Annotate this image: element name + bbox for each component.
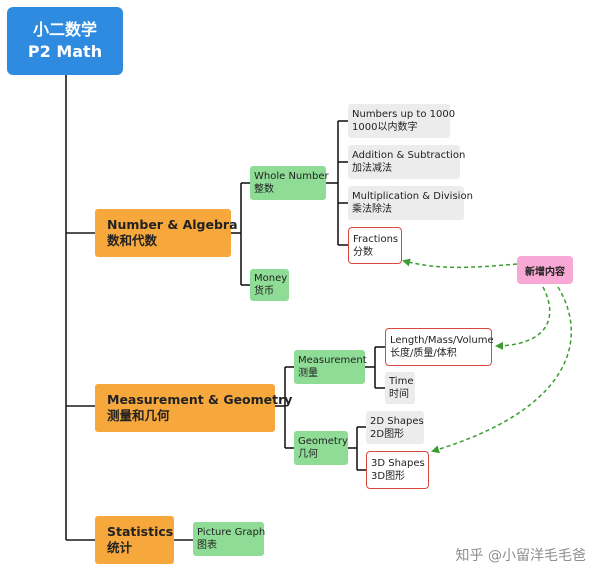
statistics-label-cn: 统计 — [107, 540, 133, 555]
multiplication-division-node: Multiplication & Division 乘法除法 — [348, 186, 473, 220]
item-label-cn: 1000以内数字 — [352, 122, 418, 133]
item-label-cn: 加法减法 — [352, 163, 392, 174]
money-label-cn: 货币 — [254, 286, 274, 297]
new-content-arrow-length — [495, 286, 551, 350]
addition-subtraction-node: Addition & Subtraction 加法减法 — [348, 145, 466, 179]
measurement-node: Measurement 测量 — [294, 350, 367, 384]
watermark: 知乎 @小留洋毛毛爸 — [455, 548, 586, 564]
picture-graph-label: Picture Graph — [197, 527, 266, 538]
picture-graph-label-cn: 图表 — [197, 540, 217, 551]
time-node: Time 时间 — [385, 372, 415, 404]
statistics-node: Statistics 统计 — [95, 516, 174, 564]
2d-shapes-node: 2D Shapes 2D图形 — [366, 411, 424, 444]
statistics-label: Statistics — [107, 523, 174, 539]
item-label: 3D Shapes — [371, 458, 425, 469]
number-algebra-label-cn: 数和代数 — [107, 233, 158, 248]
geometry-label-cn: 几何 — [298, 449, 318, 460]
root-node: 小二数学 P2 Math — [7, 7, 123, 75]
money-label: Money — [254, 273, 288, 284]
3d-shapes-node: 3D Shapes 3D图形 — [366, 451, 429, 489]
item-label: Numbers up to 1000 — [352, 109, 456, 120]
measurement-geometry-label-cn: 测量和几何 — [107, 408, 170, 423]
money-node: Money 货币 — [250, 269, 289, 301]
root-title: 小二数学 — [32, 20, 97, 40]
fractions-node: Fractions 分数 — [348, 227, 402, 264]
item-label: Time — [389, 376, 414, 387]
measurement-geometry-label: Measurement & Geometry — [107, 391, 293, 407]
item-label: Length/Mass/Volume — [390, 335, 494, 346]
measurement-label: Measurement — [298, 355, 367, 366]
whole-number-label: Whole Number — [254, 171, 329, 182]
measurement-label-cn: 测量 — [298, 368, 318, 379]
number-algebra-label: Number & Algebra — [107, 216, 238, 232]
item-label-cn: 2D图形 — [370, 428, 405, 440]
numbers-up-to-1000-node: Numbers up to 1000 1000以内数字 — [348, 104, 456, 138]
length-mass-volume-node: Length/Mass/Volume 长度/质量/体积 — [385, 328, 494, 366]
item-label: 2D Shapes — [370, 415, 424, 427]
item-label-cn: 乘法除法 — [352, 204, 392, 215]
new-content-tag: 新增内容 — [517, 256, 573, 284]
item-label-cn: 3D图形 — [371, 471, 406, 482]
item-label: Multiplication & Division — [352, 191, 473, 202]
item-label-cn: 长度/质量/体积 — [390, 348, 457, 359]
measurement-geometry-node: Measurement & Geometry 测量和几何 — [95, 384, 293, 432]
geometry-node: Geometry 几何 — [294, 431, 348, 465]
new-content-arrow-fractions — [402, 258, 518, 269]
whole-number-node: Whole Number 整数 — [250, 166, 329, 200]
item-label: Fractions — [353, 233, 399, 245]
item-label-cn: 时间 — [389, 389, 409, 400]
picture-graph-node: Picture Graph 图表 — [193, 522, 266, 556]
number-algebra-node: Number & Algebra 数和代数 — [95, 209, 238, 257]
new-content-arrow-3d-shapes — [431, 286, 572, 454]
item-label-cn: 分数 — [353, 246, 373, 258]
root-subtitle: P2 Math — [27, 42, 103, 61]
item-label: Addition & Subtraction — [352, 150, 466, 161]
geometry-label: Geometry — [298, 436, 348, 447]
whole-number-label-cn: 整数 — [254, 184, 274, 195]
